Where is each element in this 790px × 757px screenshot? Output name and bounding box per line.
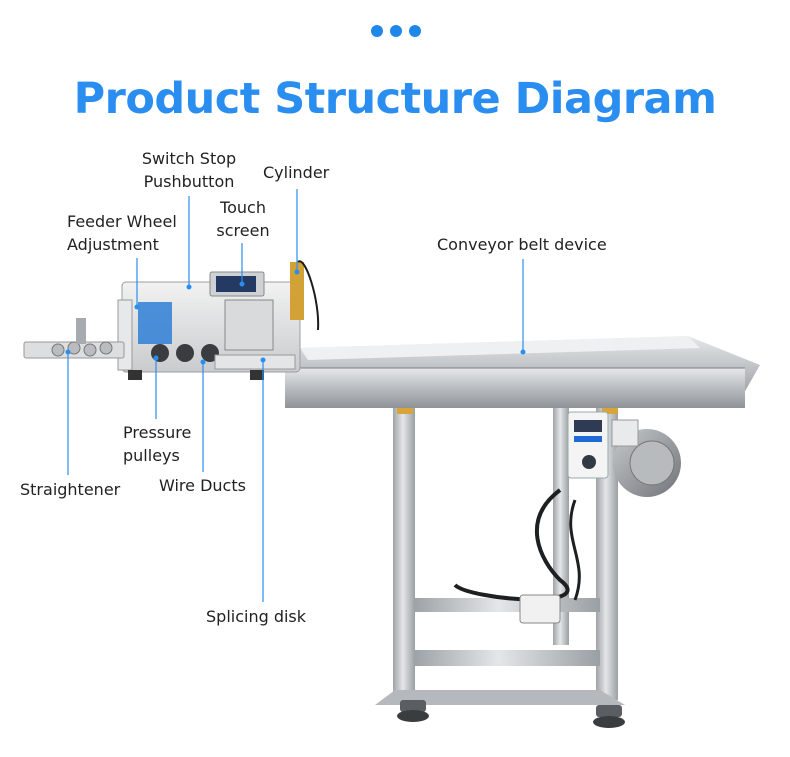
- frame-leg-front-left: [393, 405, 415, 695]
- decorative-dots: [371, 25, 421, 37]
- leader-dot: [186, 284, 192, 290]
- foot-pad-right: [593, 716, 625, 728]
- label-line: Adjustment: [67, 235, 159, 254]
- bracket-right: [602, 404, 618, 414]
- dot-icon: [390, 25, 402, 37]
- machine-side-plate: [117, 299, 133, 371]
- straightener-roller: [67, 341, 81, 355]
- page-title: Product Structure Diagram: [73, 74, 717, 124]
- cutting-machine: [117, 260, 320, 380]
- label-conveyor-belt-device: Conveyor belt device: [437, 235, 607, 254]
- machine-foot-left: [128, 370, 142, 380]
- leader-dot: [260, 357, 266, 363]
- feeder-panel: [138, 302, 172, 344]
- leader-dot: [153, 355, 159, 361]
- power-cable: [453, 488, 570, 602]
- leader-dot: [200, 359, 206, 365]
- motor-fan-cover: [629, 440, 675, 486]
- foot-pad-left: [397, 710, 429, 722]
- label-line: pulleys: [123, 446, 180, 465]
- label-line: screen: [216, 221, 270, 240]
- dot-icon: [371, 25, 383, 37]
- pressure-pulley-2: [176, 344, 194, 362]
- conveyor-belt-surface: [300, 336, 700, 360]
- output-tray: [214, 354, 296, 370]
- controller-knob: [582, 455, 596, 469]
- label-straightener: Straightener: [20, 480, 121, 499]
- label-line: Touch: [220, 198, 266, 217]
- cutter-head: [224, 299, 274, 351]
- label-touch-screen: Touch screen: [208, 196, 278, 242]
- label-splicing-disk: Splicing disk: [206, 607, 307, 626]
- label-line: Pushbutton: [143, 172, 235, 191]
- leader-lines: [65, 189, 526, 602]
- leader-dot: [520, 349, 526, 355]
- label-line: Switch Stop: [141, 149, 237, 168]
- frame-leg-front-right: [596, 405, 618, 700]
- label-switch-stop-pushbutton: Switch Stop Pushbutton: [131, 147, 247, 193]
- label-wire-ducts: Wire Ducts: [159, 476, 246, 495]
- touch-screen-panel: [216, 276, 256, 292]
- controller-display: [574, 420, 602, 432]
- dot-icon: [409, 25, 421, 37]
- label-cylinder: Cylinder: [263, 163, 330, 182]
- gearbox: [611, 419, 639, 447]
- label-feeder-wheel-adjustment: Feeder Wheel Adjustment: [67, 210, 177, 256]
- conveyor-bed: [285, 336, 760, 408]
- label-line: Pressure: [123, 423, 192, 442]
- power-cable-2: [569, 499, 581, 601]
- straightener-adjuster: [76, 318, 86, 344]
- bracket-left: [397, 404, 413, 414]
- cylinder-hose: [297, 260, 320, 331]
- straightener-roller: [83, 343, 97, 357]
- leader-dot: [65, 349, 71, 355]
- frame-crossbar-lower: [415, 650, 600, 666]
- power-plug: [519, 594, 561, 624]
- pressure-pulley-1: [151, 344, 169, 362]
- leader-dot: [294, 269, 300, 275]
- foot-right: [596, 705, 622, 717]
- conveyor-side-panel: [285, 368, 745, 408]
- leader-dot: [134, 304, 140, 310]
- conveyor-motor: [567, 411, 681, 497]
- cylinder-body: [290, 262, 304, 320]
- frame-base: [375, 690, 625, 705]
- label-pressure-pulleys: Pressure pulleys: [123, 421, 191, 467]
- machine-foot-right: [250, 370, 264, 380]
- controller-keys: [574, 436, 602, 442]
- leader-dot: [239, 281, 245, 287]
- foot-left: [400, 700, 426, 712]
- straightener-unit: [23, 318, 125, 359]
- straightener-roller: [51, 343, 65, 357]
- straightener-roller: [99, 341, 113, 355]
- label-line: Feeder Wheel: [67, 212, 177, 231]
